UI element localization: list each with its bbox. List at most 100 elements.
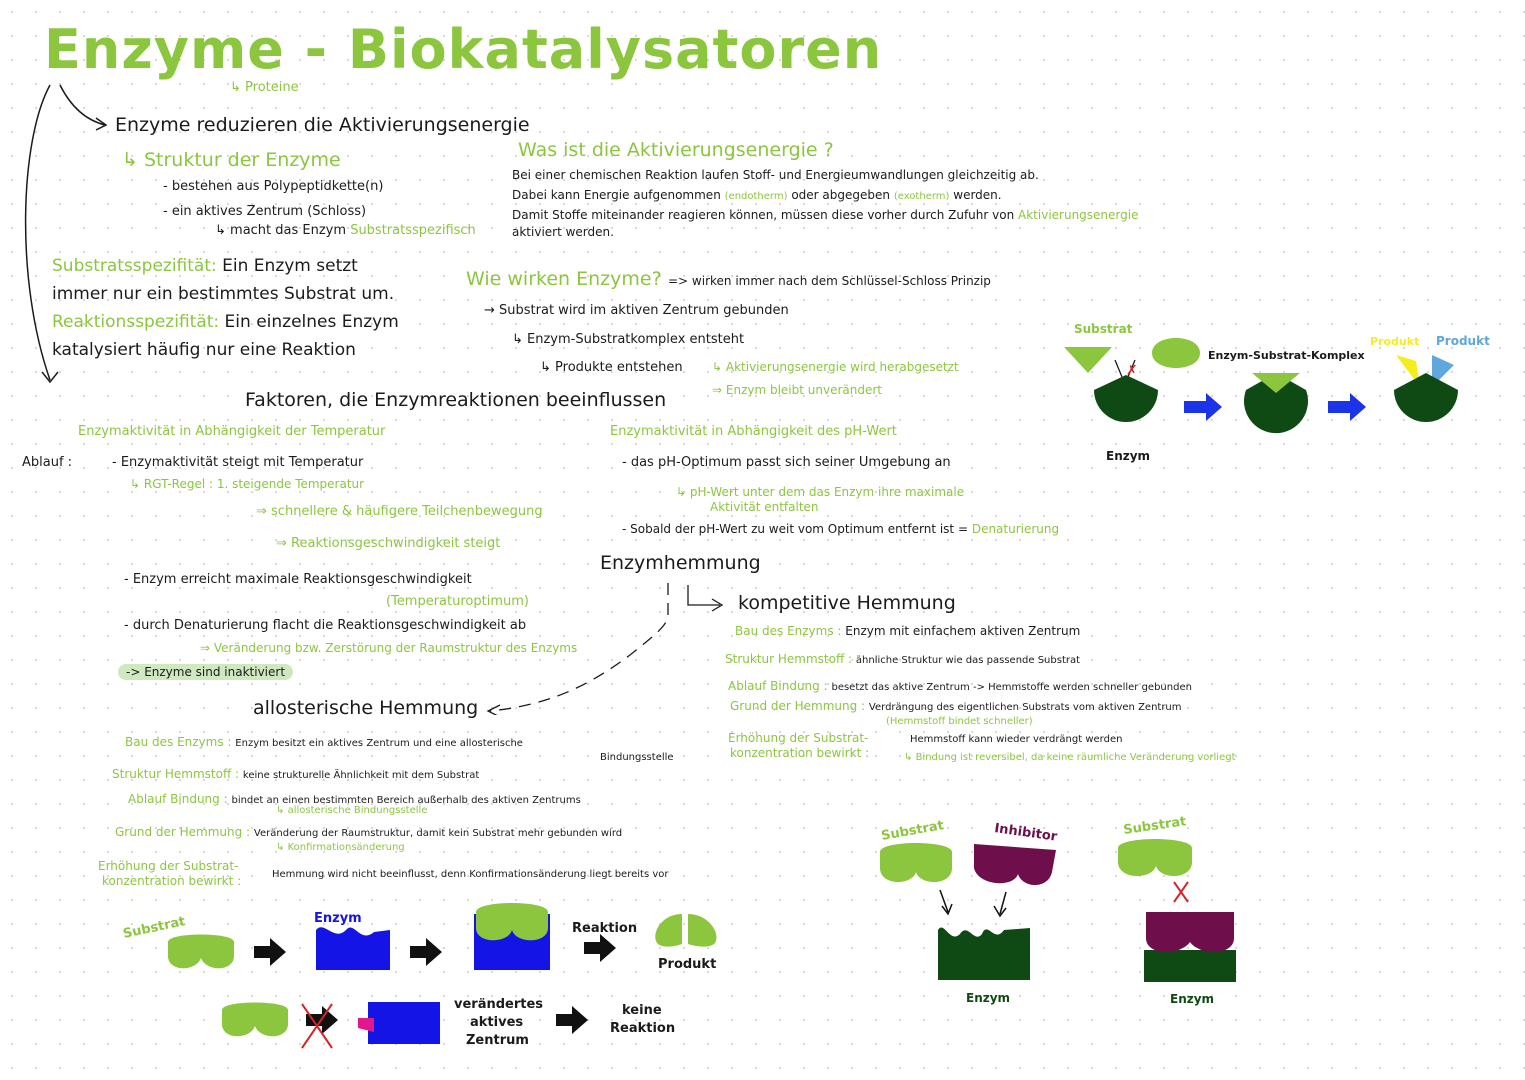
komp-arrowhead-1 — [941, 903, 953, 916]
komp-substrat-shape-1 — [880, 843, 952, 883]
komp-k3: besetzt das aktive Zentrum -> Hemmstoffe… — [831, 682, 1192, 693]
allo-a1b: Bindungsstelle — [600, 752, 674, 763]
temp-line8-text: Veränderung bzw. Zerstörung der Raumstru… — [213, 641, 578, 655]
wirkung-step1: → Substrat wird im aktiven Zentrum gebun… — [484, 303, 789, 318]
wirkung-principle: => wirken immer nach dem Schlüssel-Schlo… — [668, 274, 991, 288]
akt-l2e: werden. — [953, 188, 1002, 202]
komp-inhibitor-shape — [974, 844, 1056, 885]
allo-a1-label: Bau des Enzyms : — [125, 735, 232, 749]
ph-heading: Enzymaktivität in Abhängigkeit des pH-We… — [610, 424, 897, 439]
allo-reaktion-label: Reaktion — [572, 921, 637, 936]
substrat-wedge-shape — [1064, 347, 1112, 373]
allo-a3b-text: allosterische Bindungsstelle — [287, 805, 428, 816]
komp-k5: Hemmstoff kann wieder verdrängt werden — [910, 734, 1123, 745]
allo-keine-1: keine — [622, 1003, 662, 1018]
struktur-1: - bestehen aus Polypeptidkette(n) — [163, 179, 384, 194]
allo-row1: Bau des Enzyms : Enzym besitzt ein aktiv… — [125, 735, 523, 749]
allo-a1: Enzym besitzt ein aktives Zentrum und ei… — [235, 738, 523, 749]
reaktion-spez-text1: Ein einzelnes Enzym — [224, 312, 399, 332]
temp-line5: - Enzym erreicht maximale Reaktionsgesch… — [124, 572, 472, 587]
substrat-spez-text2: immer nur ein bestimmtes Substrat um. — [52, 284, 395, 304]
allo-a3: bindet an einen bestimmten Bereich außer… — [231, 795, 581, 806]
aktivierung-heading: Was ist die Aktivierungsenergie ? — [518, 139, 834, 161]
allo-heading: allosterische Hemmung — [253, 697, 479, 719]
allo-a4b: ↳ Konfirmationsänderung — [276, 842, 405, 853]
komp-k1: Enzym mit einfachem aktiven Zentrum — [845, 624, 1081, 638]
komp-arrow-1 — [939, 889, 949, 913]
temp-line2-text: RGT-Regel : 1. steigende Temperatur — [143, 477, 365, 491]
akt-l3b: Aktivierungsenergie — [1018, 208, 1139, 222]
komp-k5-label2: konzentration bewirkt : — [730, 746, 870, 760]
left-bracket-arrow — [24, 84, 108, 384]
ph-line2b: Aktivität entfalten — [710, 500, 819, 514]
komp-arrowhead-2 — [993, 905, 1007, 918]
allo-row4: Grund der Hemmung : Veränderung der Raum… — [115, 825, 622, 839]
komp-k3-label: Ablauf Bindung : — [728, 679, 828, 693]
allo-a5: Hemmung wird nicht beeinflusst, denn Kon… — [272, 869, 669, 880]
allo-veraendert-1: verändertes — [454, 997, 543, 1012]
komp-row4: Grund der Hemmung : Verdrängung des eige… — [730, 699, 1182, 713]
komp-inhibitor-bound — [1146, 912, 1234, 953]
enzym-shape-2 — [1244, 373, 1308, 434]
allo-substrat-shape — [168, 934, 234, 969]
allo-a4b-text: Konfirmationsänderung — [287, 842, 405, 853]
allo-row3: Ablauf Bindung : bindet an einen bestimm… — [128, 792, 581, 806]
komp-k5b-text: Bindung ist reversibel, da keine räumlic… — [915, 752, 1236, 763]
allo-keine-2: Reaktion — [610, 1021, 675, 1036]
temp-line7: - durch Denaturierung flacht die Reaktio… — [124, 618, 527, 633]
allo-inhibitor-shape — [358, 1018, 374, 1032]
allo-enzym-shape — [316, 927, 390, 970]
dashed-arrowhead — [486, 704, 501, 715]
temp-line3-text: schnellere & häufigere Teilchenbewegung — [271, 504, 543, 519]
komp-row4b: (Hemmstoff bindet schneller) — [886, 716, 1033, 727]
komp-row2: Struktur Hemmstoff : ähnliche Struktur w… — [725, 652, 1080, 666]
diagram-komplex-label: Enzym-Substrat-Komplex — [1208, 349, 1365, 362]
struktur-heading-text: Struktur der Enzyme — [143, 149, 341, 171]
enzym-shape-1 — [1094, 375, 1158, 422]
wirkung-s2-text: Enzym-Substratkomplex entsteht — [527, 332, 745, 347]
ph-line3b: Denaturierung — [971, 522, 1060, 536]
allo-enzym-changed — [368, 1002, 440, 1044]
temp-line8: ⇒ Veränderung bzw. Zerstörung der Raumst… — [200, 641, 578, 655]
wirkung-s5-text: Enzym bleibt unverändert — [725, 383, 882, 397]
page-title: Enzyme - Biokatalysatoren — [44, 18, 883, 81]
diagram-produkt1-label: Produkt — [1370, 335, 1419, 348]
akt-l2b: (endotherm) — [724, 191, 788, 202]
temp-line4: ⇒ Reaktionsgeschwindigkeit steigt — [276, 536, 501, 551]
wirkung-s4-text: Aktivierungsenergie wird herabgesetzt — [725, 360, 959, 374]
komp-enzym2-label: Enzym — [1170, 992, 1214, 1006]
wirkung-heading: Wie wirken Enzyme? — [466, 268, 662, 290]
diagram-substrat-label: Substrat — [1074, 322, 1133, 336]
allo-enzym-label: Enzym — [314, 911, 362, 926]
komp-k1-label: Bau des Enzyms : — [735, 624, 842, 638]
arrow-komp — [687, 585, 720, 606]
arrowhead-komp — [711, 598, 724, 612]
allo-a5-label1: Erhöhung der Substrat- — [98, 859, 239, 873]
wirkung-step3: ↳ Produkte entstehen — [540, 360, 683, 375]
struktur-heading: ↳ Struktur der Enzyme — [122, 149, 341, 171]
reaktion-spezifitaet: Reaktionsspezifität: Ein einzelnes Enzym — [52, 312, 399, 332]
hemmung-heading: Enzymhemmung — [600, 552, 761, 574]
lock-key-diagram: Substrat ✗ Enzym Enzym-Substrat-Komplex … — [1064, 322, 1490, 463]
komp-enzym-shape-2 — [1144, 950, 1236, 982]
ph-line1: - das pH-Optimum passt sich seiner Umgeb… — [622, 455, 951, 470]
komp-k2-label: Struktur Hemmstoff : — [725, 652, 853, 666]
black-arrow-3 — [584, 934, 616, 962]
allo-a5-label2: konzentration bewirkt : — [102, 874, 242, 888]
aktivierung-line2: Dabei kann Energie aufgenommen (endother… — [512, 188, 1002, 202]
komp-k5-label1: Erhöhung der Substrat- — [728, 731, 869, 745]
komp-substrat1-label: Substrat — [880, 818, 945, 844]
komp-heading: kompetitive Hemmung — [738, 592, 956, 614]
diagram-produkt2-label: Produkt — [1436, 334, 1490, 348]
allo-veraendert-3: Zentrum — [466, 1033, 529, 1048]
struktur-3: ↳ macht das Enzym Substratsspezifisch — [215, 223, 476, 238]
komp-red-cross — [1173, 881, 1189, 903]
aktivierung-line3: Damit Stoffe miteinander reagieren könne… — [512, 208, 1138, 222]
temp-line3: ⇒ schnellere & häufigere Teilchenbewegun… — [256, 504, 543, 519]
komp-arrow-2 — [999, 891, 1007, 915]
wirkung-step4: ↳ Aktivierungsenergie wird herabgesetzt — [712, 360, 959, 374]
title-note: ↳ Proteine — [230, 80, 299, 95]
wirkung-s3-text: Produkte entstehen — [555, 360, 683, 375]
temp-line4-text: Reaktionsgeschwindigkeit steigt — [291, 536, 501, 551]
allo-a3b: ↳ allosterische Bindungsstelle — [276, 805, 428, 816]
